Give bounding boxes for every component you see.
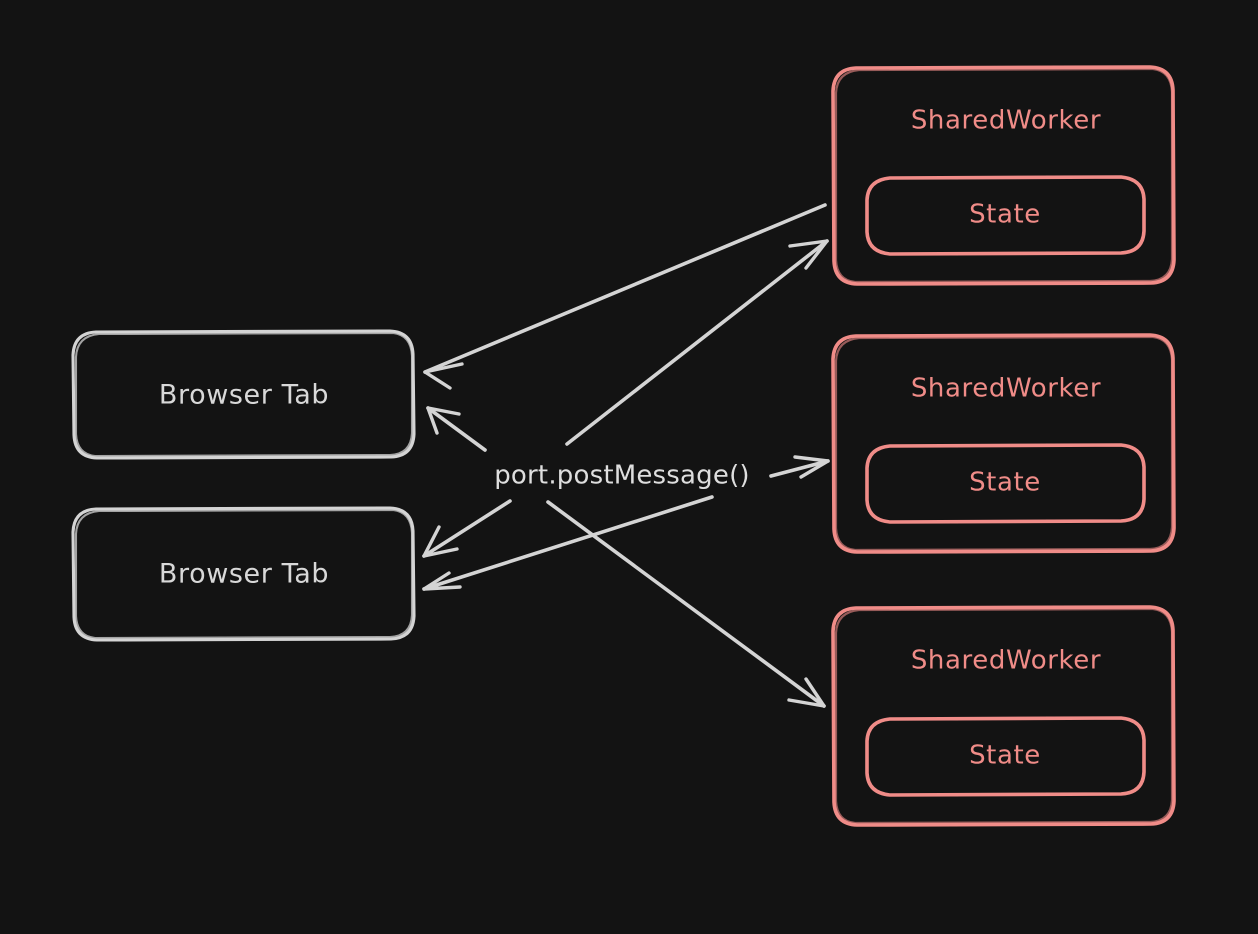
shared-worker-1-state-label: State <box>969 200 1041 230</box>
shared-worker-3-outline-sketch <box>834 607 1174 825</box>
shared-worker-2-state-label: State <box>969 468 1041 498</box>
shared-worker-2-state-outline <box>865 443 1146 524</box>
shared-worker-3-state-outline <box>865 716 1146 797</box>
arrow-label-to-worker2 <box>769 455 830 479</box>
arrow-worker2-to-tab-bottom-line <box>422 495 714 591</box>
arrow-label-to-worker1-line <box>565 239 829 446</box>
node-shared-worker-3[interactable]: SharedWorker State <box>831 605 1176 827</box>
arrow-label-to-tab-bottom <box>422 499 512 558</box>
shared-worker-3-label: SharedWorker <box>911 646 1101 676</box>
shared-worker-2-outline <box>831 333 1176 554</box>
shared-worker-1-outline-sketch <box>834 67 1174 284</box>
arrow-label-to-worker3 <box>546 500 826 708</box>
arrow-label-to-worker1 <box>565 239 829 446</box>
browser-tab-bottom-outline <box>71 506 416 642</box>
shared-worker-3-state-label: State <box>969 741 1041 771</box>
shared-worker-1-state-outline <box>865 175 1146 256</box>
arrow-label-to-tab-bottom-head <box>422 525 459 558</box>
shared-worker-1-outline <box>831 65 1176 286</box>
arrow-label-to-tab-top-head <box>426 406 461 435</box>
arrow-label-to-worker3-line <box>546 500 826 708</box>
node-browser-tab-top[interactable]: Browser Tab <box>71 329 416 460</box>
browser-tab-bottom-outline-sketch <box>74 508 414 640</box>
browser-tab-bottom-label: Browser Tab <box>159 559 329 590</box>
arrow-worker1-to-tab-top-line <box>423 203 827 374</box>
arrow-worker1-to-tab-top-head <box>423 362 464 390</box>
arrow-label-to-tab-top-line <box>426 406 487 452</box>
browser-tab-top-outline-sketch <box>74 331 414 458</box>
shared-worker-3-outline <box>831 605 1176 827</box>
arrow-worker2-to-tab-bottom <box>422 495 714 591</box>
arrow-label-to-tab-top <box>426 406 487 452</box>
arrow-worker1-to-tab-top <box>423 203 827 390</box>
node-shared-worker-1[interactable]: SharedWorker State <box>831 65 1176 286</box>
shared-worker-2-outline-sketch <box>834 335 1174 552</box>
edge-label-post-message: port.postMessage() <box>494 461 750 491</box>
shared-worker-2-label: SharedWorker <box>911 374 1101 404</box>
arrow-label-to-worker2-head <box>793 455 830 479</box>
arrow-label-to-tab-bottom-line <box>422 499 512 558</box>
arrow-label-to-worker2-line <box>769 459 830 478</box>
shared-worker-1-label: SharedWorker <box>911 106 1101 136</box>
node-browser-tab-bottom[interactable]: Browser Tab <box>71 506 416 642</box>
arrow-label-to-worker3-head <box>787 677 826 708</box>
node-shared-worker-2[interactable]: SharedWorker State <box>831 333 1176 554</box>
arrow-worker2-to-tab-bottom-head <box>422 571 462 591</box>
browser-tab-top-outline <box>71 329 416 460</box>
arrow-label-to-worker1-head <box>788 239 829 270</box>
browser-tab-top-label: Browser Tab <box>159 380 329 411</box>
